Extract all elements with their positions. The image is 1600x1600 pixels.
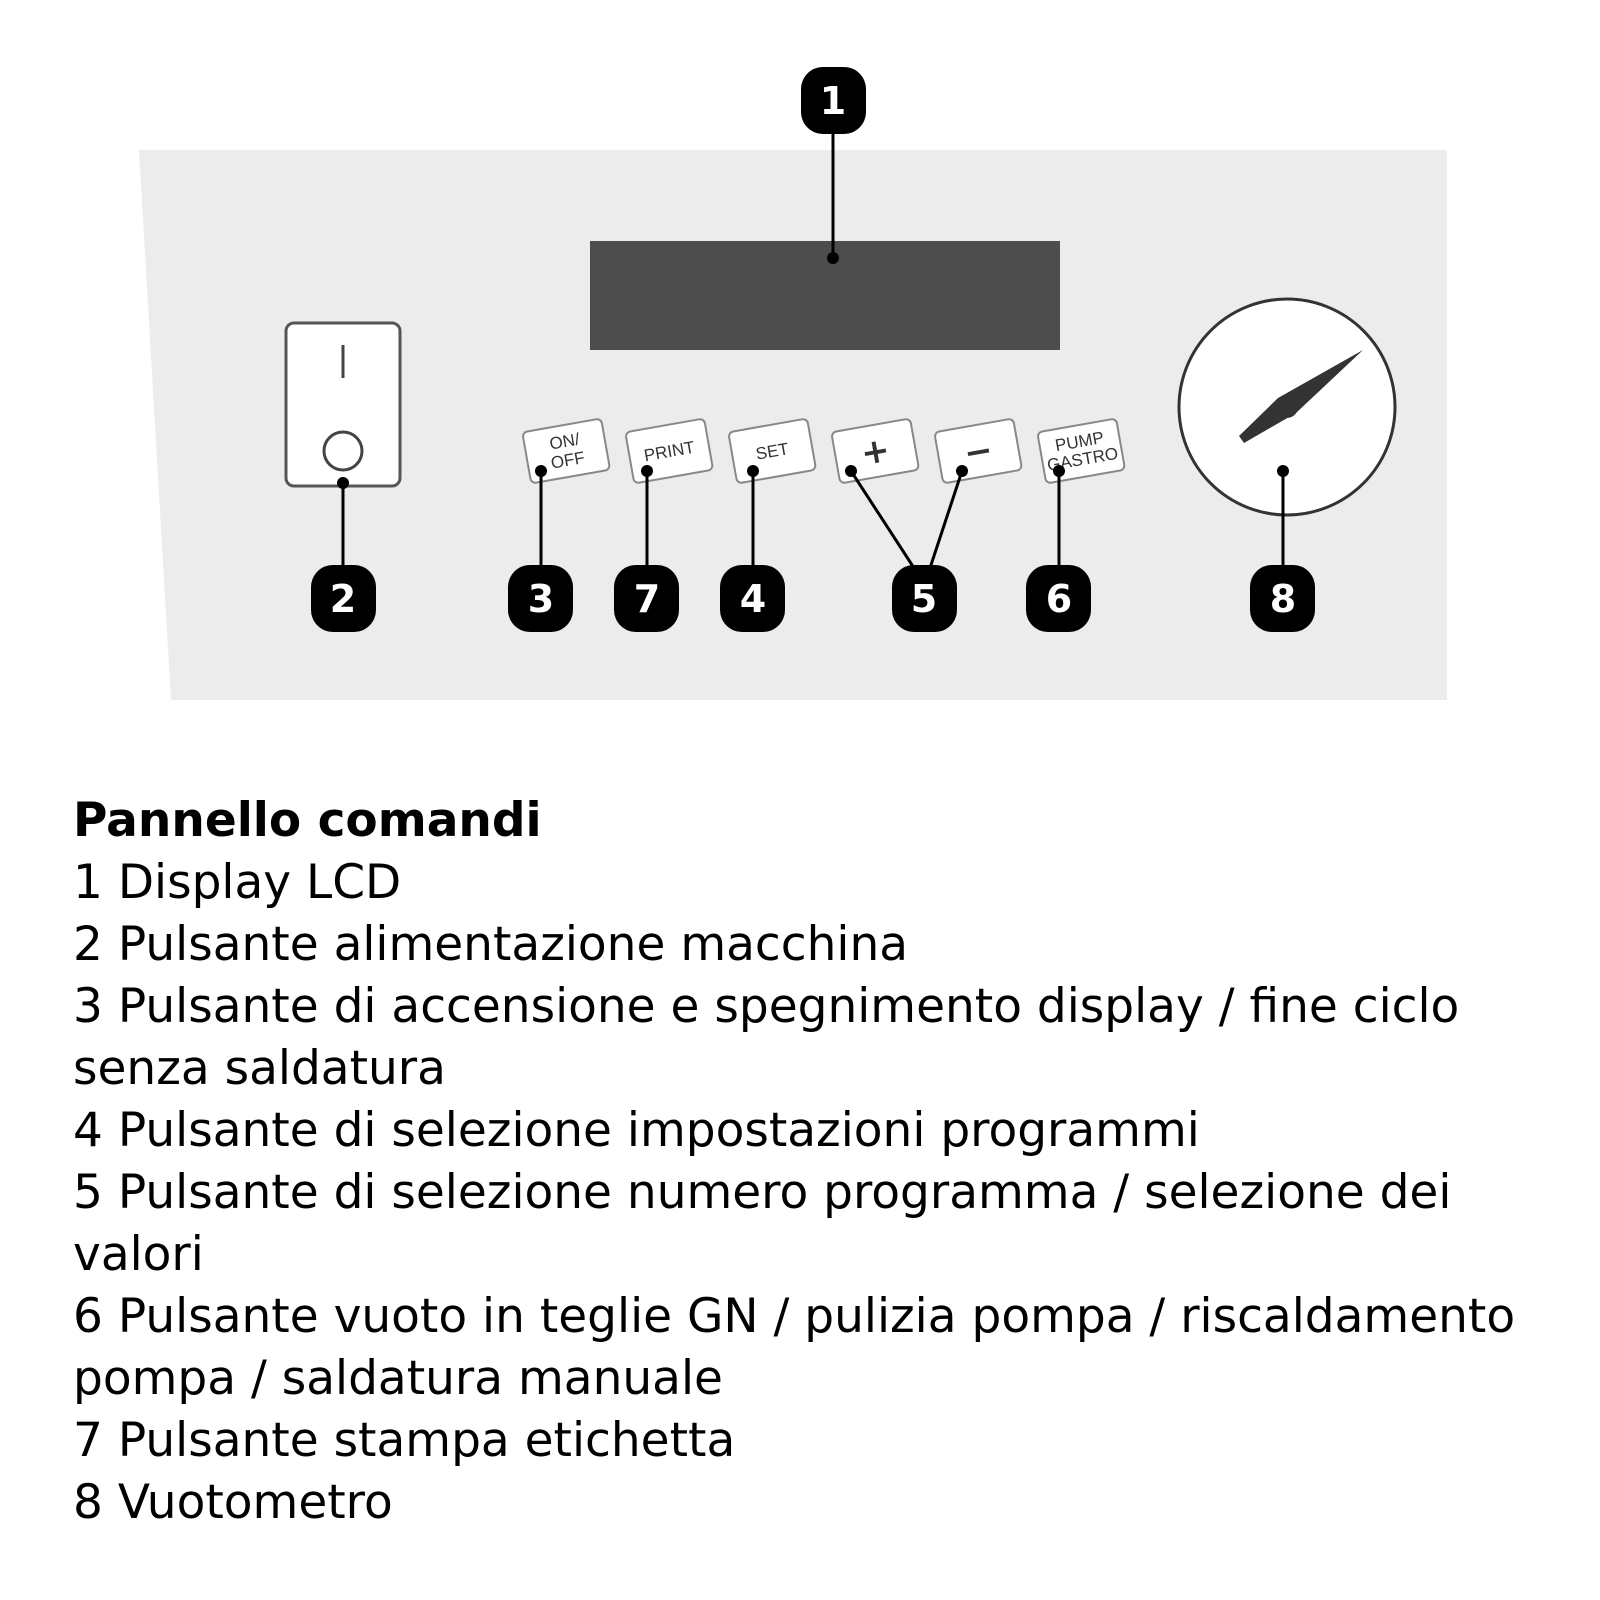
minus-button[interactable]: −: [934, 418, 1023, 484]
callout-5: 5: [892, 565, 957, 632]
legend-list: 1 Display LCD 2 Pulsante alimentazione m…: [73, 852, 1573, 1534]
legend-item: 2 Pulsante alimentazione macchina: [73, 917, 909, 972]
svg-text:5: 5: [911, 577, 937, 621]
vacuum-gauge: [1177, 297, 1397, 517]
svg-text:4: 4: [740, 577, 766, 621]
legend-item: 7 Pulsante stampa etichetta: [73, 1413, 736, 1468]
legend-item: 6 Pulsante vuoto in teglie GN / pulizia …: [73, 1289, 1516, 1406]
legend-item: 8 Vuotometro: [73, 1475, 393, 1530]
legend: Pannello comandi 1 Display LCD 2 Pulsant…: [73, 790, 1573, 1534]
legend-item: 4 Pulsante di selezione impostazioni pro…: [73, 1103, 1200, 1158]
leader-dots: [337, 252, 1289, 489]
legend-title: Pannello comandi: [73, 793, 542, 848]
minus-icon: −: [961, 430, 996, 474]
power-switch[interactable]: [284, 321, 402, 488]
leader-lines: [341, 130, 1285, 569]
svg-text:7: 7: [634, 577, 660, 621]
control-panel-diagram: ON/ OFF PRINT SET + − PUMP GASTRO: [139, 67, 1447, 700]
legend-item: 3 Pulsante di accensione e spegnimento d…: [73, 979, 1460, 1096]
svg-text:6: 6: [1046, 577, 1072, 621]
callout-2: 2: [311, 565, 376, 632]
power-off-mark-icon: [322, 430, 364, 472]
callout-6: 6: [1026, 565, 1091, 632]
callout-1: 1: [801, 67, 866, 134]
svg-text:3: 3: [528, 577, 554, 621]
callout-7: 7: [614, 565, 679, 632]
callout-3: 3: [508, 565, 573, 632]
plus-icon: +: [858, 430, 893, 474]
legend-item: 5 Pulsante di selezione numero programma…: [73, 1165, 1452, 1282]
print-button[interactable]: PRINT: [625, 418, 714, 484]
svg-text:2: 2: [330, 577, 356, 621]
svg-text:1: 1: [820, 79, 846, 123]
lcd-display: [590, 241, 1060, 350]
callout-8: 8: [1250, 565, 1315, 632]
callout-4: 4: [720, 565, 785, 632]
svg-text:8: 8: [1270, 577, 1296, 621]
legend-item: 1 Display LCD: [73, 855, 402, 910]
gauge-needle-icon: [1239, 350, 1363, 443]
